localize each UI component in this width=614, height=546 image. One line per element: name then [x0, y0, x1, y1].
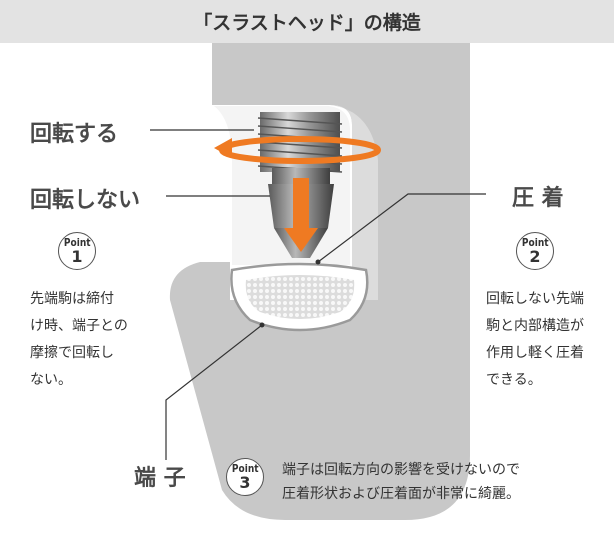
point-1-description: 先端駒は締付 け時、端子との 摩擦で回転し ない。	[30, 286, 128, 394]
point-2-word: Point	[521, 236, 549, 249]
point-3-line: 圧着形状および圧着面が非常に綺麗。	[282, 486, 520, 502]
point-3-description: 端子は回転方向の影響を受けないので 圧着形状および圧着面が非常に綺麗。	[282, 458, 520, 506]
point-2-line: 作用し軽く圧着	[486, 345, 584, 361]
diagram-title: 「スラストヘッド」の構造	[0, 0, 614, 43]
terminal-label: 端 子	[134, 466, 186, 491]
point-3-line: 端子は回転方向の影響を受けないので	[282, 462, 520, 478]
point-2-number: 2	[529, 247, 541, 266]
press-arrow-icon	[284, 178, 318, 252]
point-1-line: け時、端子との	[30, 318, 128, 334]
point-3-word: Point	[231, 462, 259, 475]
point-1-number: 1	[71, 247, 83, 266]
point-3-badge: Point 3	[226, 458, 264, 496]
point-1-line: 先端駒は締付	[30, 291, 114, 307]
crimp-label: 圧 着	[512, 186, 564, 211]
point-1-line: ない。	[30, 372, 72, 388]
rotation-arrow-icon	[214, 136, 381, 164]
diagram-title-text: 「スラストヘッド」の構造	[193, 12, 421, 34]
point-3-number: 3	[239, 473, 251, 492]
point-1-word: Point	[63, 236, 91, 249]
point-2-badge: Point 2	[516, 232, 554, 270]
point-1-badge: Point 1	[58, 232, 96, 270]
point-1-line: 摩擦で回転し	[30, 345, 114, 361]
c-frame	[169, 43, 470, 520]
terminal-part	[230, 262, 369, 332]
leader-lines	[150, 129, 486, 460]
rotating-label: 回転する	[30, 122, 119, 147]
point-2-line: 回転しない先端	[486, 291, 584, 307]
point-2-line: できる。	[486, 372, 542, 388]
point-2-description: 回転しない先端 駒と内部構造が 作用し軽く圧着 できる。	[486, 286, 584, 394]
non-rotating-label: 回転しない	[30, 188, 141, 213]
point-2-line: 駒と内部構造が	[486, 318, 584, 334]
tip-piece	[268, 168, 334, 258]
